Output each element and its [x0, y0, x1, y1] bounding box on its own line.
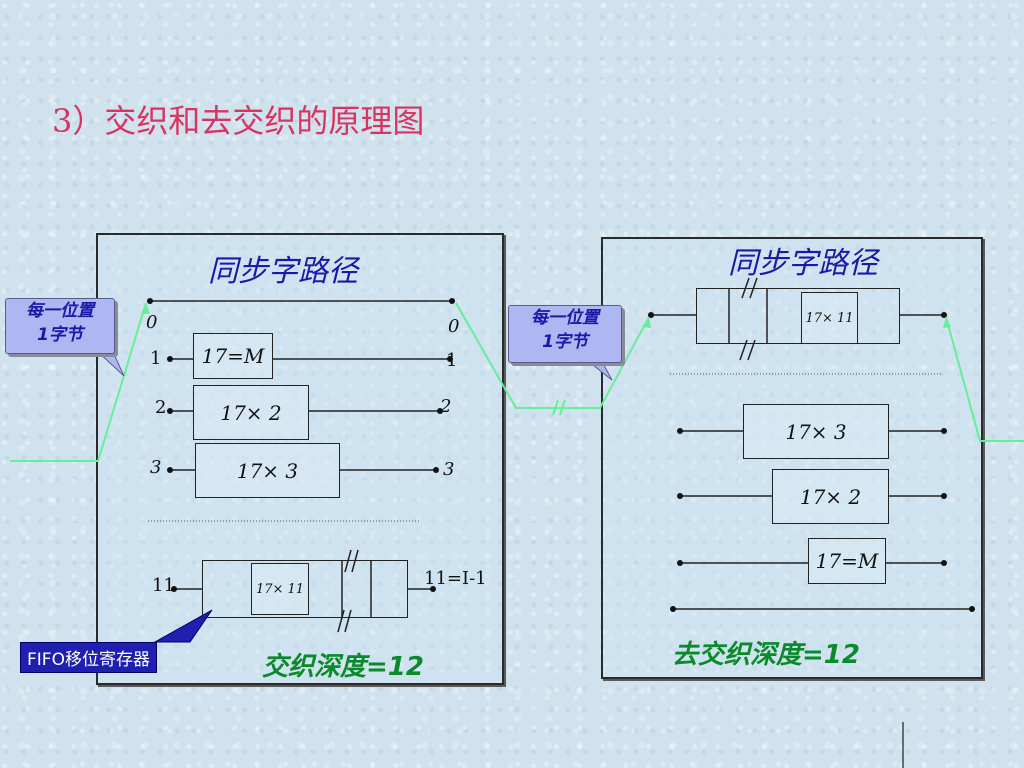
interleaver-depth-label: 交织深度=12	[262, 652, 424, 682]
deinterleaver-callout: 每一位置 1字节	[508, 305, 622, 363]
deinterleaver-fifo-register	[696, 288, 900, 344]
fifo-register-label: FIFO移位寄存器	[20, 642, 157, 673]
interleaver-callout: 每一位置 1字节	[5, 298, 115, 354]
interleaver-row3-out: 3	[443, 459, 455, 480]
deinterleaver-path-label: 同步字路径	[728, 246, 878, 281]
interleaver-row11-in: 11	[152, 575, 175, 596]
interleaver-fifo-cell: 17× 11	[251, 563, 309, 615]
interleaver-fifo-register	[202, 560, 408, 618]
interleaver-row2-box: 17× 2	[193, 385, 309, 440]
interleaver-callout-text: 每一位置 1字节	[26, 301, 94, 345]
deinterleaver-box-1: 17× 3	[743, 404, 889, 459]
interleaver-row11-out: 11=I-1	[424, 568, 487, 589]
interleaver-row1-box: 17=M	[193, 333, 273, 379]
deinterleaver-box-3: 17=M	[808, 538, 886, 584]
deinterleaver-callout-text: 每一位置 1字节	[531, 308, 599, 352]
interleaver-row0-out: 0	[448, 316, 460, 337]
interleaver-row1-in: 1	[150, 348, 162, 369]
slide-title: 3）交织和去交织的原理图	[52, 102, 425, 140]
deinterleaver-fifo-cell: 17× 11	[801, 292, 858, 344]
interleaver-row0-in: 0	[146, 312, 158, 333]
interleaver-row2-in: 2	[155, 397, 167, 418]
interleaver-path-label: 同步字路径	[208, 254, 358, 289]
deinterleaver-box-2: 17× 2	[772, 469, 889, 524]
interleaver-row3-in: 3	[150, 457, 162, 478]
interleaver-row3-box: 17× 3	[195, 443, 340, 498]
interleaver-row2-out: 2	[440, 396, 452, 417]
deinterleaver-depth-label: 去交织深度=12	[672, 640, 860, 670]
interleaver-row1-out: 1	[446, 350, 458, 371]
